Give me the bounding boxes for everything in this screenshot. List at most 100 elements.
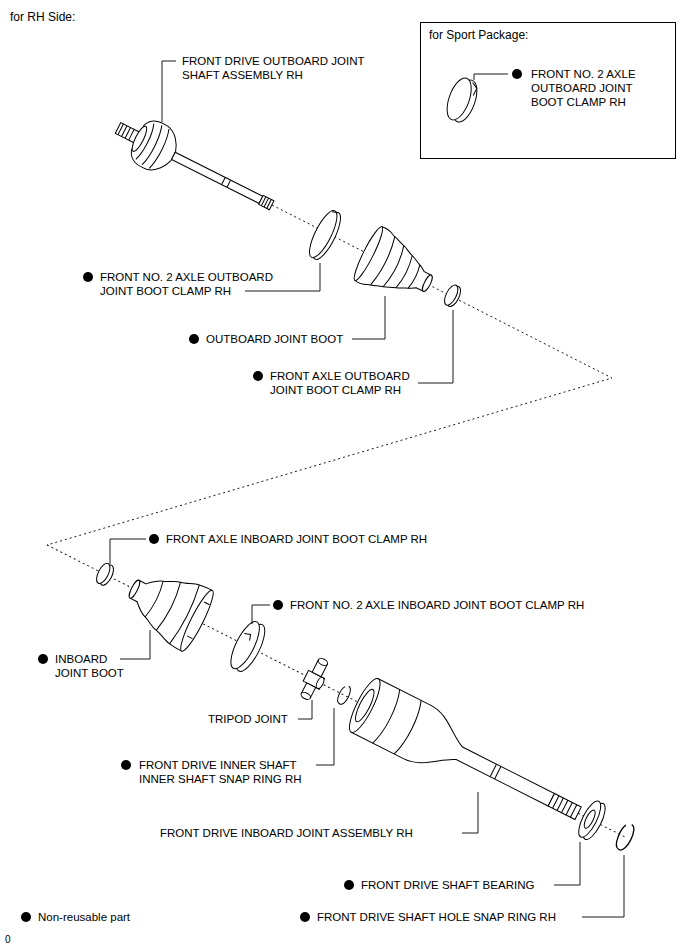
part-name: OUTBOARD JOINT BOOT	[206, 332, 343, 346]
non-reusable-mark	[344, 880, 354, 890]
part-name: FRONT AXLE OUTBOARD JOINT BOOT CLAMP RH	[270, 369, 430, 397]
inboard-assembly	[574, 798, 609, 842]
inboard-assembly	[613, 822, 637, 853]
inboard-assembly	[562, 800, 568, 812]
inboard-assembly	[335, 684, 352, 706]
non-reusable-mark	[189, 334, 199, 344]
inboard-assembly	[176, 588, 217, 654]
non-reusable-mark	[83, 272, 93, 282]
outboard-large-clamp	[332, 210, 338, 214]
outboard-large-clamp	[304, 207, 342, 261]
inboard-assembly	[317, 657, 329, 667]
part-name: FRONT DRIVE INNER SHAFT INNER SHAFT SNAP…	[139, 758, 319, 786]
inboard-assembly	[574, 798, 605, 840]
inboard-assembly	[47, 545, 365, 706]
inboard-assembly	[344, 675, 592, 840]
outboard-shaft-assembly	[172, 152, 263, 203]
outboard-boot	[371, 237, 398, 287]
part-name: FRONT DRIVE SHAFT BEARING	[361, 878, 534, 892]
inboard-assembly	[613, 822, 637, 853]
outboard-shaft-assembly	[222, 177, 226, 184]
inboard-assembly	[127, 579, 141, 600]
outboard-shaft-assembly	[227, 180, 231, 187]
leader-line	[316, 708, 334, 765]
sport-package-clamp	[442, 75, 476, 123]
outboard-shaft-assembly	[259, 195, 274, 209]
assembly-axis	[47, 205, 612, 545]
leader-line	[554, 842, 580, 885]
non-reusable-mark	[512, 69, 522, 79]
outboard-small-clamp	[442, 283, 461, 307]
non-reusable-mark	[253, 371, 263, 381]
outboard-large-clamp	[304, 207, 345, 262]
inboard-assembly	[335, 684, 352, 706]
inboard-assembly	[548, 793, 581, 819]
part-name: FRONT DRIVE OUTBOARD JOINT SHAFT ASSEMBL…	[182, 54, 387, 82]
leader-line	[162, 61, 176, 122]
inboard-assembly	[116, 557, 217, 653]
non-reusable-mark	[121, 760, 131, 770]
leader-line	[120, 630, 150, 659]
outboard-boot	[350, 225, 386, 283]
inboard-assembly	[145, 581, 165, 618]
exploded-illustration	[32, 61, 646, 922]
outboard-boot	[408, 265, 421, 289]
outboard-small-clamp	[442, 283, 463, 308]
sport-package-clamp	[442, 75, 481, 125]
assembly-axis	[47, 205, 612, 545]
inboard-assembly	[490, 764, 496, 776]
leader-line	[298, 700, 312, 719]
inboard-assembly	[156, 582, 183, 632]
inboard-assembly	[32, 515, 646, 871]
part-name: INBOARD JOINT BOOT	[55, 652, 125, 680]
leader-line	[582, 855, 624, 917]
inboard-assembly	[582, 809, 597, 830]
inboard-assembly	[344, 675, 385, 736]
part-name: FRONT NO. 2 AXLE OUTBOARD JOINT BOOT CLA…	[531, 67, 656, 109]
inboard-assembly	[351, 679, 565, 827]
outboard-shaft-assembly	[118, 124, 123, 135]
inboard-assembly	[557, 798, 563, 810]
outboard-shaft-assembly	[127, 116, 185, 177]
inboard-assembly	[394, 700, 425, 756]
part-name: FRONT AXLE INBOARD JOINT BOOT CLAMP RH	[166, 532, 427, 546]
non-reusable-mark	[38, 69, 522, 922]
outboard-shaft-assembly	[125, 128, 130, 139]
inboard-assembly	[225, 618, 270, 675]
leader-line	[462, 792, 478, 833]
leader-line	[110, 61, 624, 917]
inboard-assembly	[553, 796, 559, 808]
legend-sample	[21, 912, 31, 922]
option-box: for Sport Package: FRONT NO. 2 AXLE OUTBO…	[420, 22, 676, 159]
inboard-assembly	[570, 805, 576, 817]
non-reusable-mark	[38, 654, 48, 664]
outboard-shaft-assembly	[107, 106, 283, 227]
outboard-boot	[350, 224, 444, 312]
non-reusable-mark	[149, 534, 159, 544]
leader-line	[474, 74, 508, 80]
box-heading: for Sport Package:	[429, 28, 528, 42]
part-name: FRONT NO. 2 AXLE INBOARD JOINT BOOT CLAM…	[290, 598, 584, 612]
inboard-assembly	[296, 655, 333, 703]
part-name: TRIPOD JOINT	[208, 712, 288, 726]
view-title: for RH Side:	[10, 10, 75, 24]
leader-line	[252, 605, 270, 624]
leader-line	[352, 296, 385, 339]
inboard-assembly	[315, 676, 326, 689]
part-name: FRONT DRIVE INBOARD JOINT ASSEMBLY RH	[160, 826, 413, 840]
outboard-shaft-assembly	[149, 129, 171, 170]
outboard-boot	[383, 246, 406, 288]
inboard-assembly	[225, 618, 265, 673]
legend-text: Non-reusable part	[38, 911, 130, 923]
outboard-shaft-assembly	[136, 124, 157, 161]
outboard-boot	[355, 226, 441, 310]
inboard-assembly	[373, 690, 404, 746]
inboard-assembly	[94, 561, 113, 585]
inboard-assembly	[495, 766, 501, 778]
inboard-assembly	[94, 561, 116, 587]
non-reusable-mark	[300, 912, 310, 922]
leader-line	[110, 539, 146, 564]
outboard-shaft-assembly	[267, 199, 271, 208]
